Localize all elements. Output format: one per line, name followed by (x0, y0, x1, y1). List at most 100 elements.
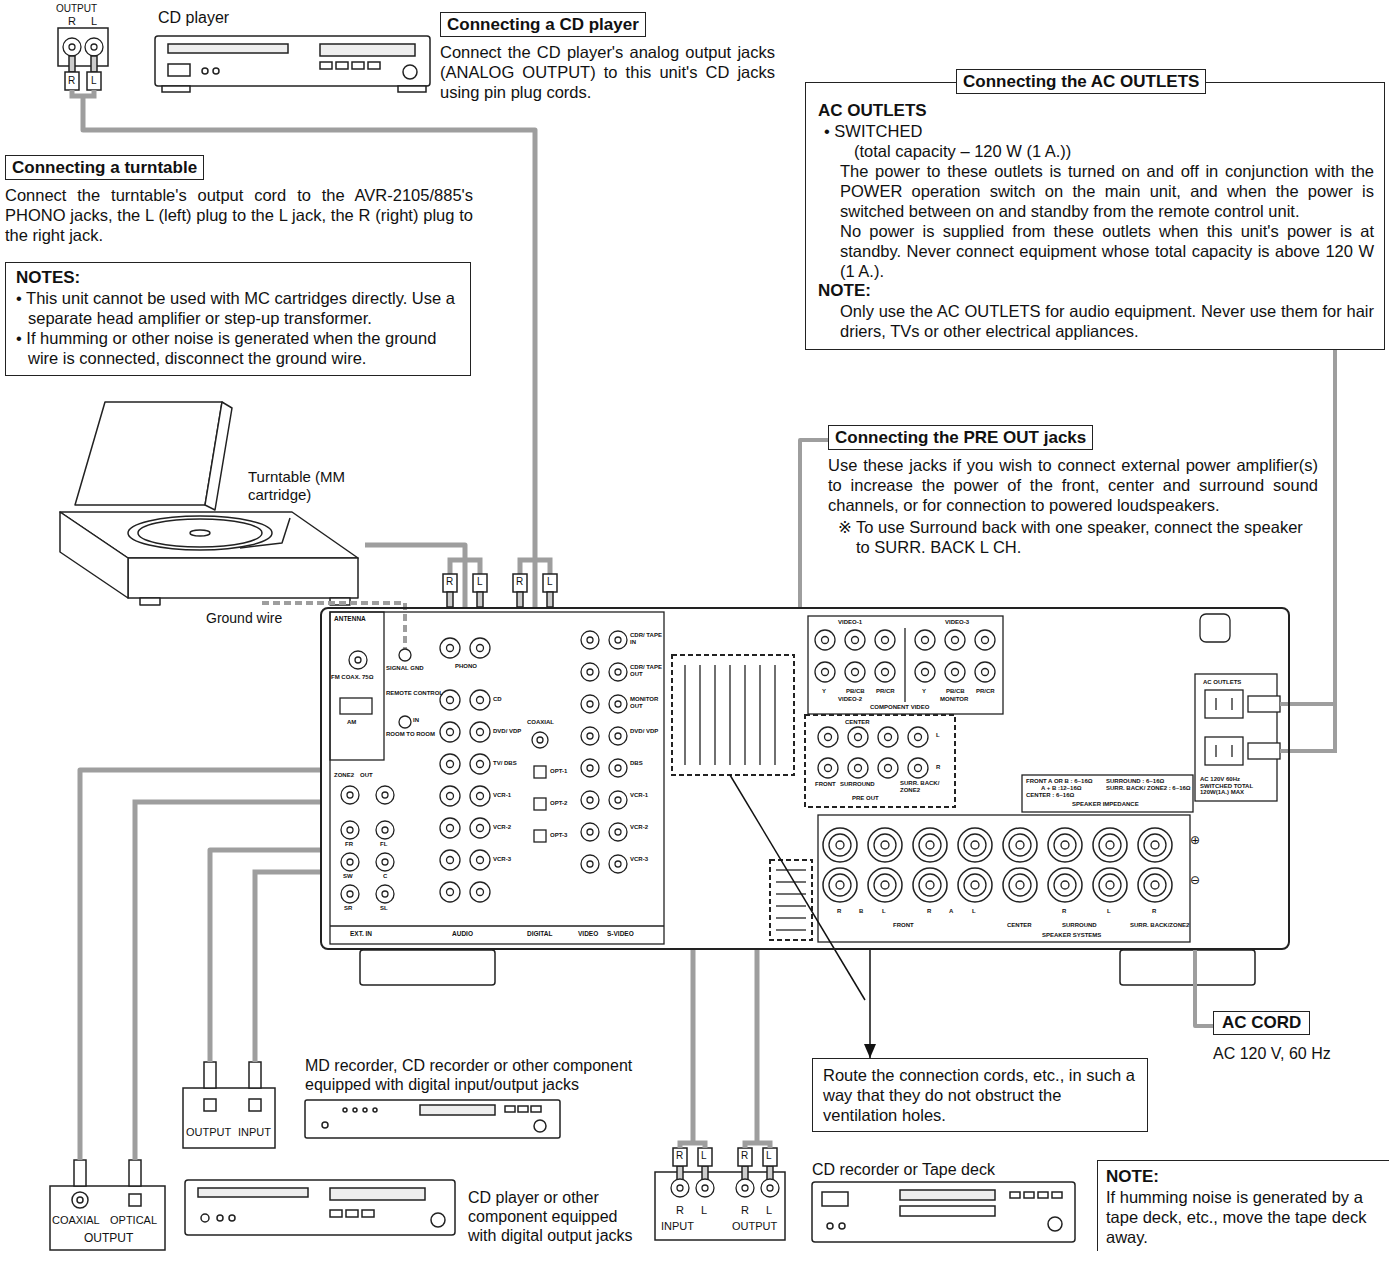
device-caption: Turntable (MM cartridge) (248, 468, 360, 504)
callout-box: Route the connection cords, etc., in suc… (812, 1058, 1148, 1132)
part-label: Ground wire (206, 611, 282, 627)
jack-label: FRONT (815, 781, 836, 788)
part-label: R (446, 576, 453, 587)
body-text: Connect the turntable's output cord to t… (5, 185, 473, 245)
jack-label: AM (347, 719, 356, 726)
jack-label: MONITOR OUT (630, 696, 662, 709)
part-label: L (91, 15, 97, 27)
jack-label: VIDEO-1 (838, 619, 862, 626)
heading: NOTE: (818, 281, 1374, 301)
jack-label: SR (344, 905, 352, 912)
jack-label: VIDEO-3 (945, 619, 969, 626)
device-figure: CD player or other component equipped wi… (48, 1152, 640, 1255)
jack-label: Y (822, 688, 826, 695)
jack-label: PR/CR (976, 688, 995, 695)
jack-label: SIGNAL GND (386, 665, 424, 672)
notes-box: NOTES:• This unit cannot be used with MC… (5, 262, 471, 376)
device-figure: Turntable (MM cartridge) (50, 395, 365, 607)
connector (80, 770, 320, 1152)
part-label: R (68, 75, 75, 86)
jack-label: CENTER (1007, 922, 1032, 929)
jack-label: R (837, 908, 841, 915)
jack-label: C (383, 873, 387, 880)
device-figure: CD player (50, 4, 435, 100)
device-caption: CD recorder or Tape deck (812, 1160, 1074, 1179)
connector (365, 545, 465, 607)
jack-label: FL (380, 841, 387, 848)
jack-label: REMOTE CONTROL (386, 690, 443, 697)
part-label: L (477, 576, 483, 587)
jack-label: SURR. BACK/ ZONE2 : 6~16Ω (1106, 785, 1191, 792)
jack-label: ROOM TO ROOM (386, 731, 435, 738)
part-label: R (741, 1204, 749, 1216)
jack-label: PHONO (455, 663, 477, 670)
part-label: ⊖ (1190, 874, 1200, 887)
body-text: If humming noise is generated by a tape … (1106, 1187, 1385, 1247)
jack-label: R (1062, 908, 1066, 915)
jack-label: OPT-3 (550, 832, 567, 839)
panel-label: VIDEO (578, 930, 598, 937)
part-label: OUTPUT (56, 3, 97, 14)
part-label: OUTPUT (186, 1126, 231, 1138)
jack-label: L (882, 908, 886, 915)
jack-label: A + B :12~16Ω (1041, 785, 1082, 792)
section-heading: Connecting a CD player (440, 12, 646, 37)
part-label: R (741, 1150, 748, 1161)
jack-label: DVD/ VDP (630, 728, 662, 735)
jack-label: VCR-3 (630, 856, 648, 863)
jack-label: FRONT (893, 922, 914, 929)
device-caption: MD recorder, CD recorder or other compon… (305, 1056, 650, 1094)
arrowhead (864, 1044, 876, 1058)
part-label: L (701, 1150, 707, 1161)
body-text: No power is supplied from these outlets … (818, 221, 1374, 281)
jack-label: PB/CB (946, 688, 965, 695)
jack-label: SW (343, 873, 353, 880)
jack-label: L (972, 908, 976, 915)
part-label: L (766, 1150, 772, 1161)
note-item: • If humming or other noise is generated… (16, 328, 460, 368)
jack-label: FM COAX. 75Ω (331, 674, 373, 681)
part-label: INPUT (238, 1126, 271, 1138)
note-item: • This unit cannot be used with MC cartr… (16, 288, 460, 328)
part-label: L (766, 1204, 772, 1216)
jack-label: CENTER (845, 719, 870, 726)
connector (693, 950, 694, 1138)
label-box: AC CORD (1213, 1011, 1310, 1035)
part-label: R (676, 1150, 683, 1161)
part-label: AC 120 V, 60 Hz (1213, 1045, 1331, 1063)
part-label: ⊕ (1190, 834, 1200, 847)
jack-label: AC OUTLETS (1203, 679, 1241, 686)
instruction-block: Connecting the PRE OUT jacksUse these ja… (828, 425, 1318, 557)
cable-line (800, 440, 828, 607)
connector (1195, 950, 1213, 1026)
panel-label: AUDIO (452, 930, 473, 937)
connector (864, 950, 876, 1058)
jack-label: SPEAKER SYSTEMS (1042, 932, 1101, 939)
device-figure: CD recorder or Tape deck (652, 1138, 1080, 1250)
jack-label: VCR-2 (493, 824, 511, 831)
part-label: R (516, 576, 523, 587)
heading: NOTES: (16, 268, 460, 288)
jack-label: SURROUND (1062, 922, 1097, 929)
jack-label: SURR. BACK/ ZONE2 (900, 780, 940, 793)
jack-label: R (1152, 908, 1156, 915)
cable-line (80, 770, 320, 1152)
part-label: OUTPUT (732, 1220, 777, 1232)
cable-line (869, 950, 871, 1058)
jack-label: CENTER : 6~16Ω (1026, 792, 1074, 799)
jack-label: ZONE2 (334, 772, 354, 779)
jack-label: PB/CB (846, 688, 865, 695)
jack-label: OPT-2 (550, 800, 567, 807)
jack-label: PRE OUT (852, 795, 879, 802)
part-label: L (91, 75, 97, 86)
jack-label: L (1107, 908, 1111, 915)
heading: AC OUTLETS (818, 101, 1374, 121)
part-label: COAXIAL (52, 1214, 100, 1226)
section-heading: Connecting the PRE OUT jacks (828, 425, 1093, 450)
part-label: OPTICAL (110, 1214, 157, 1226)
jack-label: FR (345, 841, 353, 848)
body-text: Route the connection cords, etc., in suc… (823, 1065, 1137, 1125)
note-box: NOTE:If humming noise is generated by a … (1097, 1160, 1389, 1251)
instruction-block: Connecting a turntableConnect the turnta… (5, 155, 473, 245)
instruction-block: Connecting a CD playerConnect the CD pla… (440, 12, 775, 102)
